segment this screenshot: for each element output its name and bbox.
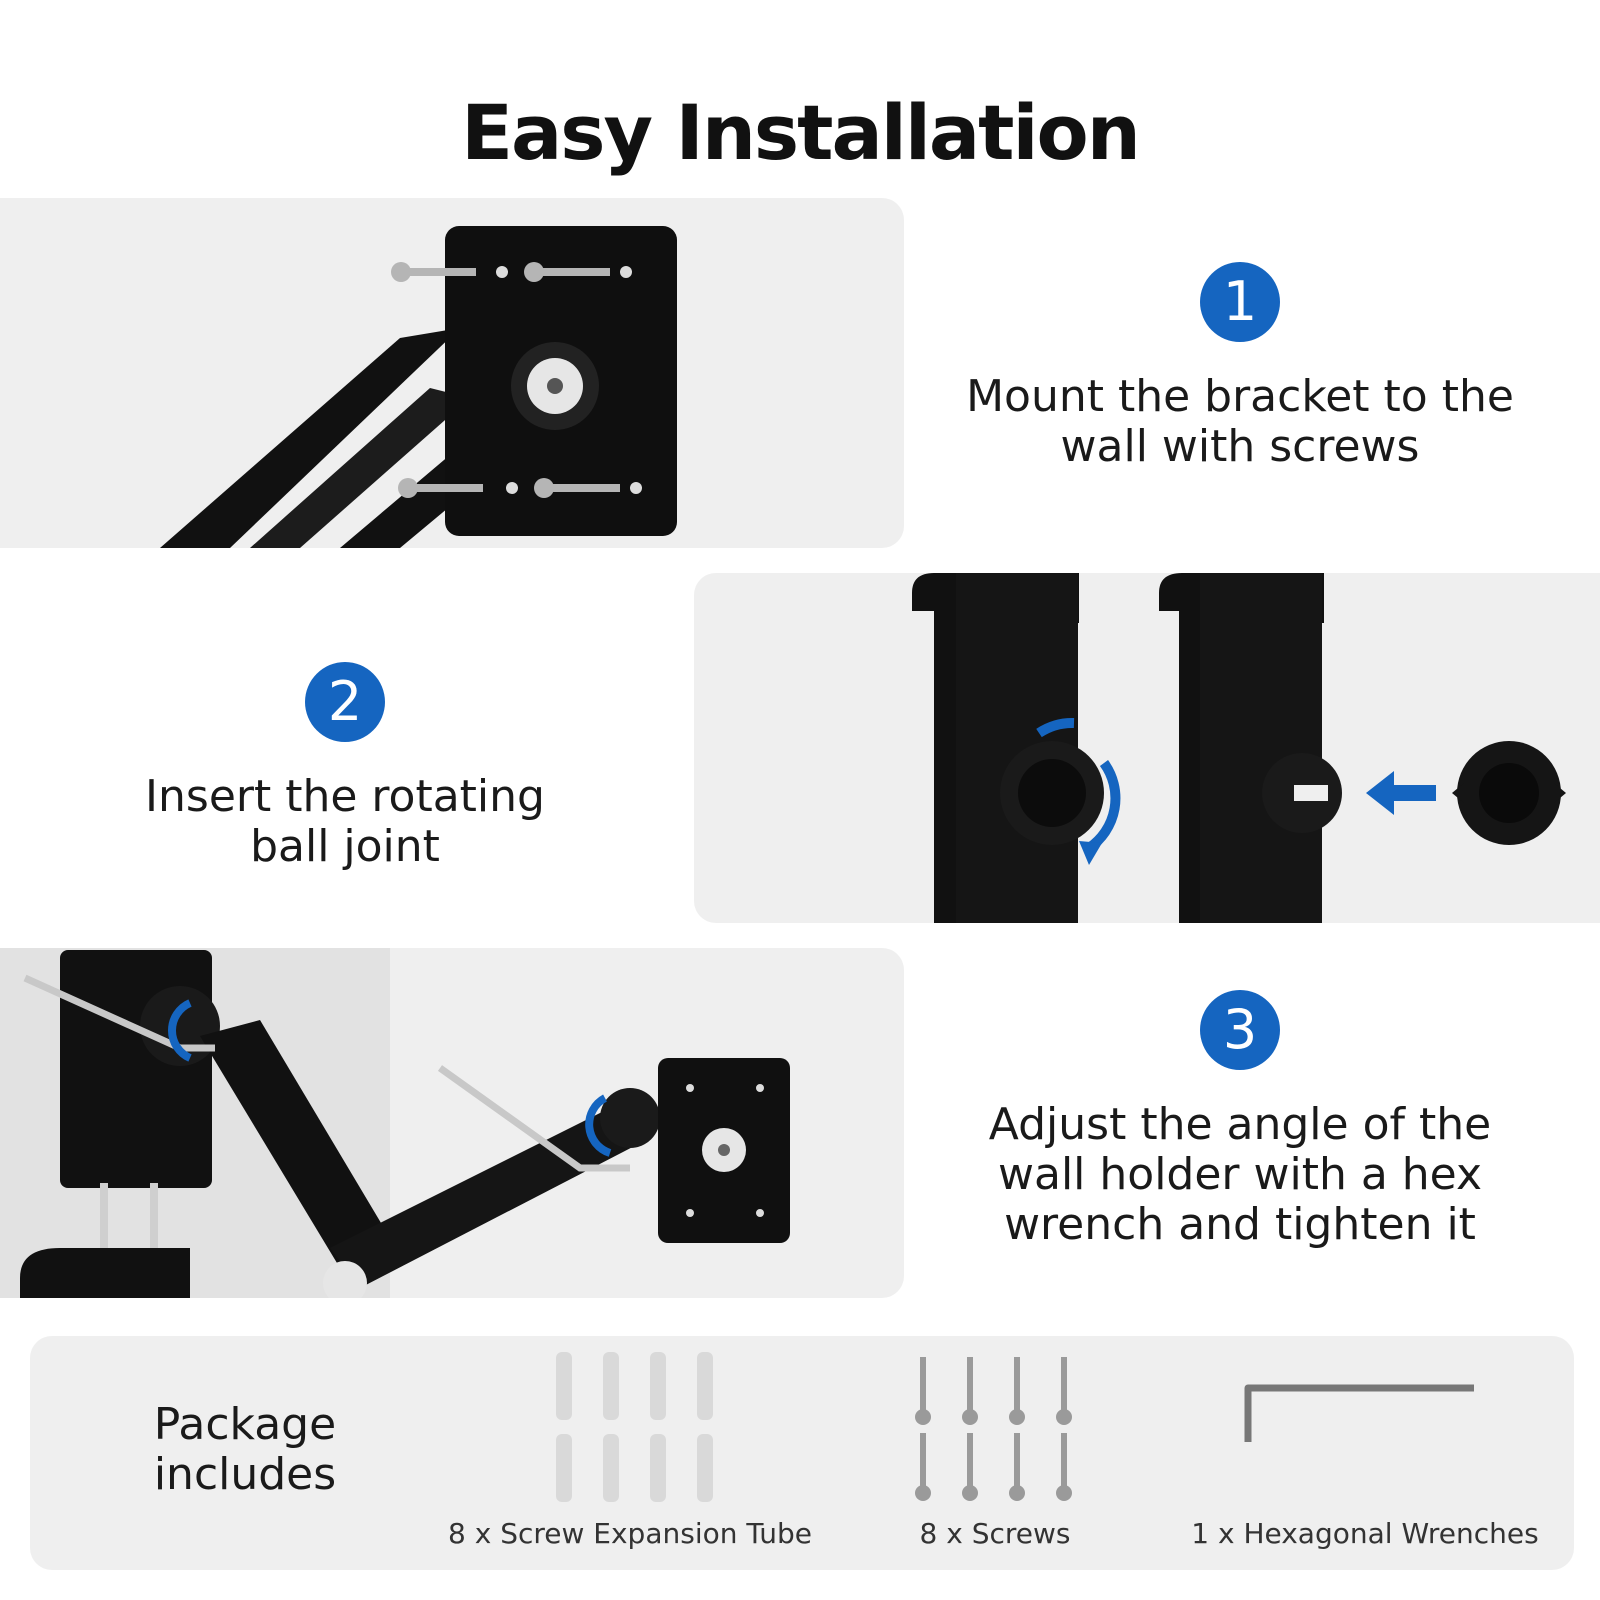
hex-wrench-icon: [1244, 1384, 1474, 1442]
hex-wrench-adjust-illustration: [0, 948, 790, 1298]
page-title: Easy Installation: [461, 88, 1141, 177]
step-2: 2 Insert the rotating ball joint: [100, 662, 590, 872]
package-includes-title: Package includes: [153, 1399, 337, 1500]
step-3-image-panel: [0, 948, 904, 1298]
step-2-text: Insert the rotating ball joint: [145, 771, 545, 872]
step-1-image-panel: [0, 198, 904, 548]
expansion-tube-icon: [556, 1352, 713, 1502]
step-1-number-badge: 1: [1200, 262, 1280, 342]
package-item-screws-label: 8 x Screws: [919, 1517, 1071, 1550]
step-1: 1 Mount the bracket to the wall with scr…: [930, 262, 1550, 472]
ball-joint-illustration: [912, 573, 1566, 923]
step-3: 3 Adjust the angle of the wall holder wi…: [930, 990, 1550, 1250]
package-item-expansion-tube-label: 8 x Screw Expansion Tube: [448, 1517, 812, 1550]
step-2-image-panel: [694, 573, 1600, 923]
step-2-number-badge: 2: [305, 662, 385, 742]
step-3-number-badge: 3: [1200, 990, 1280, 1070]
package-item-hex-wrench-label: 1 x Hexagonal Wrenches: [1191, 1517, 1539, 1550]
step-1-text: Mount the bracket to the wall with screw…: [966, 371, 1514, 472]
screw-icon: [915, 1357, 1072, 1501]
step-3-text: Adjust the angle of the wall holder with…: [988, 1099, 1492, 1250]
bracket-mount-illustration: [160, 226, 677, 548]
package-includes-panel: [30, 1336, 1574, 1570]
